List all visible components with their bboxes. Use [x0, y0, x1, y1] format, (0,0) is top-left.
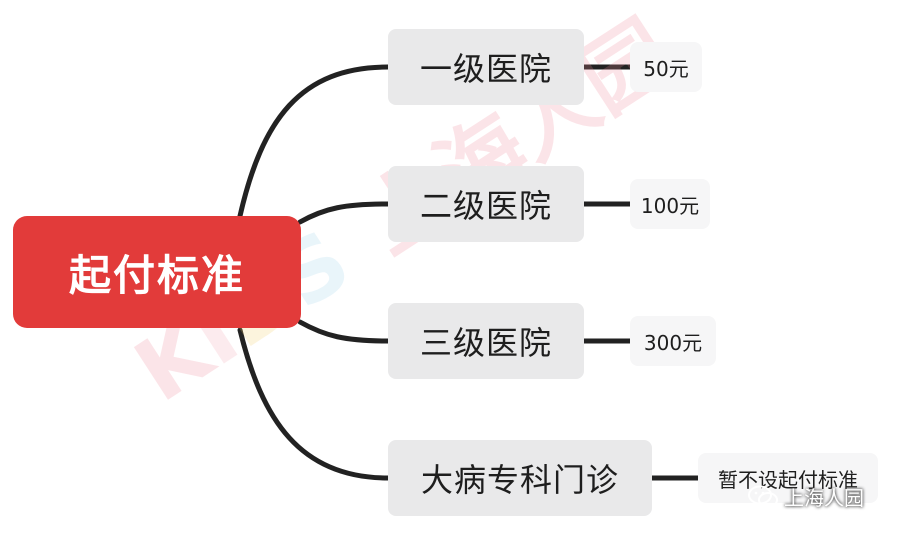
branch-label: 大病专科门诊 [420, 461, 619, 499]
leaf-node-1: 50元 [630, 42, 702, 92]
leaf-value: 100元 [640, 193, 700, 218]
branch-label: 一级医院 [419, 50, 552, 88]
connector-root-branch-1 [237, 64, 391, 219]
wechat-icon [748, 485, 778, 508]
connector-root-branch-4 [237, 327, 391, 481]
leaf-value: 暂不设起付标准 [718, 467, 858, 492]
leaf-value: 300元 [643, 330, 703, 355]
branch-node-3: 三级医院 [388, 303, 584, 379]
leaf-value: 50元 [643, 56, 689, 81]
leaf-node-4: 暂不设起付标准 [698, 453, 878, 503]
branch-node-4: 大病专科门诊 [388, 440, 652, 516]
branch-node-2: 二级医院 [388, 166, 584, 242]
root-label: 起付标准 [68, 250, 245, 300]
source-watermark: 上海人园 [748, 482, 864, 511]
branch-label: 二级医院 [419, 187, 552, 225]
leaf-node-3: 300元 [630, 316, 716, 366]
leaf-node-2: 100元 [630, 179, 710, 229]
branch-label: 三级医院 [419, 324, 552, 362]
root-node: 起付标准 [13, 216, 301, 328]
source-name: 上海人园 [784, 486, 864, 510]
branch-node-1: 一级医院 [388, 29, 584, 105]
connector-root-branch-3 [297, 319, 391, 344]
connector-root-branch-2 [297, 201, 391, 225]
